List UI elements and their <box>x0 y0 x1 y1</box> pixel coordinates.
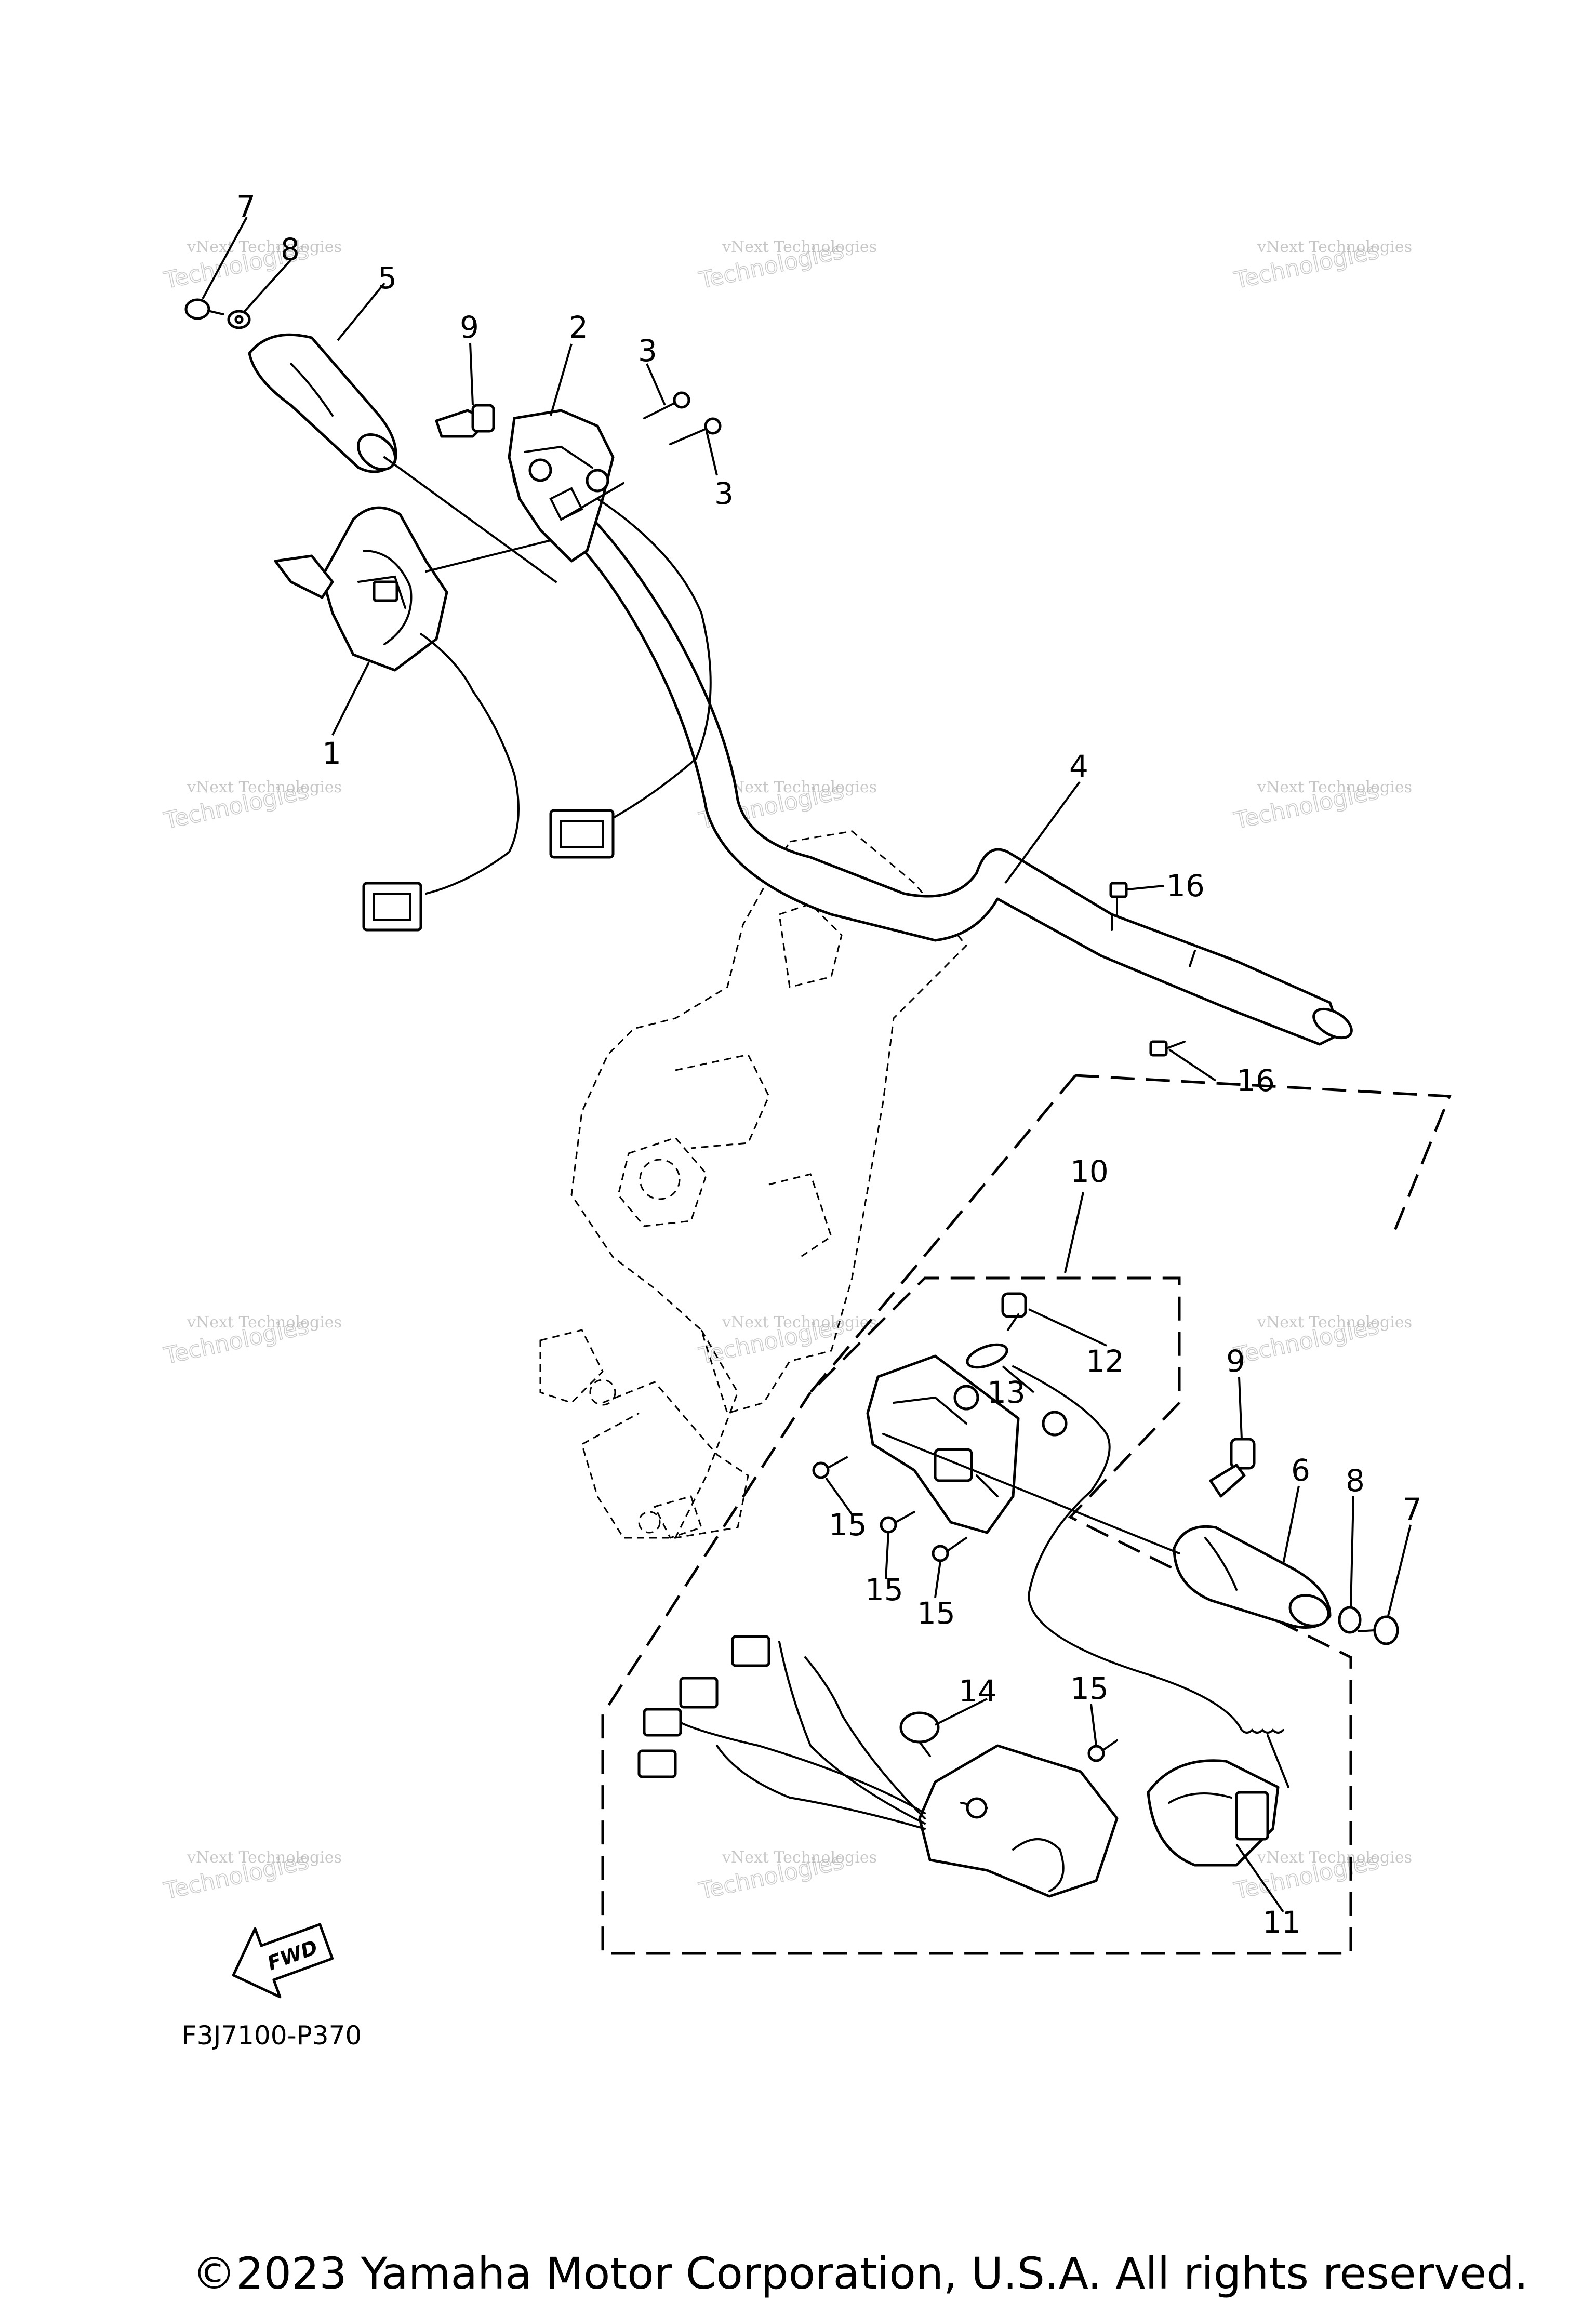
screw-15-a <box>812 1456 848 1479</box>
callout-labels: 7 8 5 9 2 3 3 1 4 16 16 10 12 13 9 6 8 7… <box>236 189 1422 1940</box>
svg-text:vNext Technologies: vNext Technologies <box>722 1313 877 1332</box>
callout-6: 6 <box>1291 1453 1310 1488</box>
callout-3: 3 <box>714 476 734 511</box>
svg-text:vNext Technologies: vNext Technologies <box>1257 1313 1412 1332</box>
bolt-12 <box>1001 1292 1027 1331</box>
callout-16: 16 <box>1166 868 1205 903</box>
drawing-code: F3J7100-P370 <box>182 2020 362 2051</box>
screw-15-c <box>932 1537 967 1562</box>
screw-7-right <box>1358 1615 1399 1645</box>
clip-13 <box>966 1343 1243 1731</box>
svg-text:vNext Technologies: vNext Technologies <box>187 238 342 256</box>
switch-block <box>508 409 712 859</box>
callout-15: 15 <box>829 1507 867 1542</box>
copyright-notice: ©2023 Yamaha Motor Corporation, U.S.A. A… <box>192 2248 1528 2299</box>
callout-7: 7 <box>1403 1492 1422 1527</box>
svg-text:vNext Technologies: vNext Technologies <box>1257 1848 1412 1867</box>
svg-text:vNext Technologies: vNext Technologies <box>187 1848 342 1867</box>
right-assembly-boundary <box>601 1074 1452 1955</box>
svg-text:vNext Technologies: vNext Technologies <box>187 1313 342 1332</box>
callout-15: 15 <box>917 1595 955 1631</box>
screw-15-b <box>880 1511 915 1534</box>
svg-text:vNext Technologies: vNext Technologies <box>722 1848 877 1867</box>
left-grip <box>248 333 397 473</box>
cap-14 <box>899 1711 940 1757</box>
callout-15: 15 <box>865 1572 903 1607</box>
fwd-arrow: FWD <box>232 1923 334 1999</box>
callout-1: 1 <box>322 736 341 771</box>
screw-3-upper <box>643 391 690 419</box>
callout-7: 7 <box>236 189 256 224</box>
callout-15: 15 <box>1070 1671 1109 1706</box>
screw-15-d <box>1087 1739 1118 1762</box>
callout-10: 10 <box>1070 1154 1109 1189</box>
callout-14: 14 <box>959 1673 997 1709</box>
callout-11: 11 <box>1262 1905 1301 1940</box>
washer-8-right <box>1338 1606 1362 1634</box>
washer-8-left <box>227 310 251 329</box>
bolt-9-left <box>435 404 495 438</box>
callout-16: 16 <box>1236 1063 1275 1098</box>
callout-12: 12 <box>1086 1344 1124 1379</box>
lanyard-11 <box>1147 1728 1289 1867</box>
handlebar <box>512 460 1353 1046</box>
right-grip <box>1173 1525 1332 1629</box>
svg-text:vNext Technologies: vNext Technologies <box>722 238 877 256</box>
steering-column-outline <box>539 830 968 1539</box>
callout-3: 3 <box>638 333 657 368</box>
callout-5: 5 <box>378 260 397 296</box>
svg-text:vNext Technologies: vNext Technologies <box>187 778 342 796</box>
bolt-9-right <box>1209 1438 1256 1498</box>
svg-text:vNext Technologies: vNext Technologies <box>1257 238 1412 256</box>
bolt-16-lower <box>1149 1040 1186 1057</box>
svg-text:vNext Technologies: vNext Technologies <box>722 778 877 796</box>
throttle-housing <box>866 1354 1020 1534</box>
screw-3-lower <box>669 417 722 445</box>
callout-9: 9 <box>1226 1344 1245 1379</box>
svg-text:vNext Technologies: vNext Technologies <box>1257 778 1412 796</box>
callout-9: 9 <box>460 310 479 345</box>
callout-8: 8 <box>1346 1463 1365 1498</box>
bolt-16-upper <box>1109 882 1128 915</box>
callout-4: 4 <box>1069 749 1088 784</box>
callout-2: 2 <box>569 310 588 345</box>
wire-harness <box>637 1635 926 1830</box>
screw-7-left <box>184 298 224 320</box>
left-switch-housing <box>274 506 520 932</box>
leader-lines <box>202 217 1412 1913</box>
callout-13: 13 <box>987 1375 1026 1410</box>
callout-8: 8 <box>281 232 300 267</box>
control-box <box>918 1744 1119 1898</box>
